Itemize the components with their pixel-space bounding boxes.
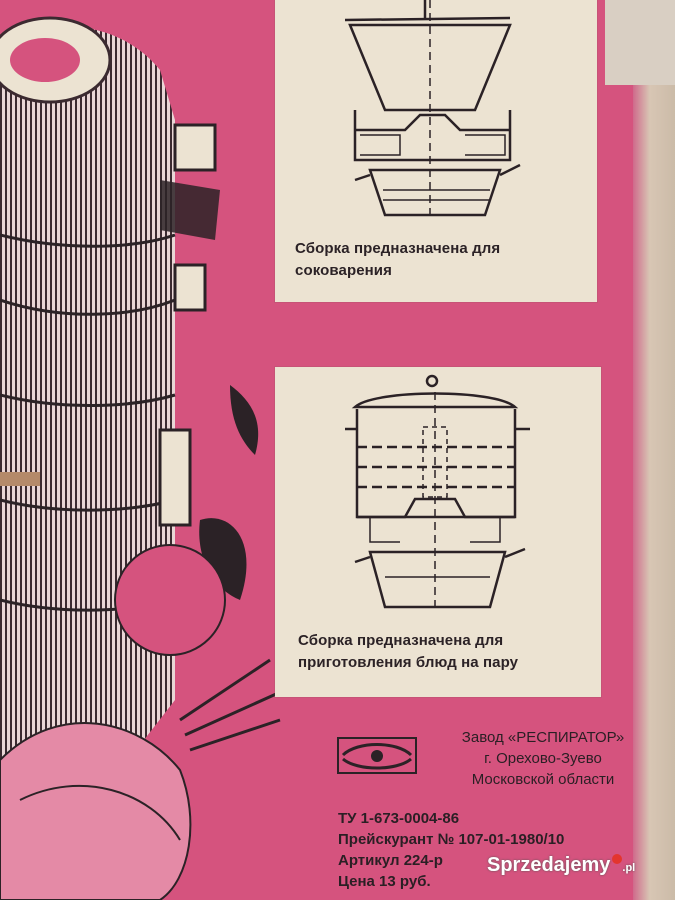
steamer-caption-line1: Сборка предназначена для (298, 632, 504, 649)
steamer-assembly-panel: Сборка предназначена для приготовления б… (275, 367, 601, 697)
factory-address: Завод «РЕСПИРАТОР» г. Орехово-Зуево Моск… (428, 727, 658, 790)
juicer-caption: Сборка предназначена для соковарения (295, 238, 585, 282)
watermark-dot-icon (612, 854, 623, 864)
spec-price-list: Прейскурант № 107-01-1980/10 (338, 831, 565, 848)
watermark: Sprzedajemy .pl (487, 848, 662, 882)
product-specs: ТУ 1-673-0004-86 Прейскурант № 107-01-19… (338, 808, 668, 892)
juicer-caption-line2: соковарения (295, 262, 392, 279)
spec-tu: ТУ 1-673-0004-86 (338, 810, 460, 827)
factory-name: Завод «РЕСПИРАТОР» (461, 729, 625, 746)
juicer-assembly-panel: Сборка предназначена для соковарения (275, 0, 597, 302)
cardboard-edge (633, 0, 675, 900)
factory-logo (337, 737, 417, 774)
watermark-text: Sprzedajemy (487, 854, 611, 876)
juicer-diagram (344, 0, 521, 220)
watermark-suffix: .pl (622, 862, 636, 874)
cardboard-corner (605, 0, 675, 85)
juicer-caption-line1: Сборка предназначена для (295, 240, 501, 257)
stacked-pot-illustration (0, 16, 286, 900)
steamer-caption: Сборка предназначена для приготовления б… (298, 630, 598, 674)
spec-article: Артикул 224-р (338, 852, 443, 869)
steamer-caption-line2: приготовления блюд на пару (298, 654, 519, 671)
steamer-diagram (345, 374, 530, 612)
spec-price: Цена 13 руб. (338, 873, 431, 890)
factory-city: г. Орехово-Зуево (484, 750, 602, 767)
factory-region: Московской области (471, 771, 615, 788)
